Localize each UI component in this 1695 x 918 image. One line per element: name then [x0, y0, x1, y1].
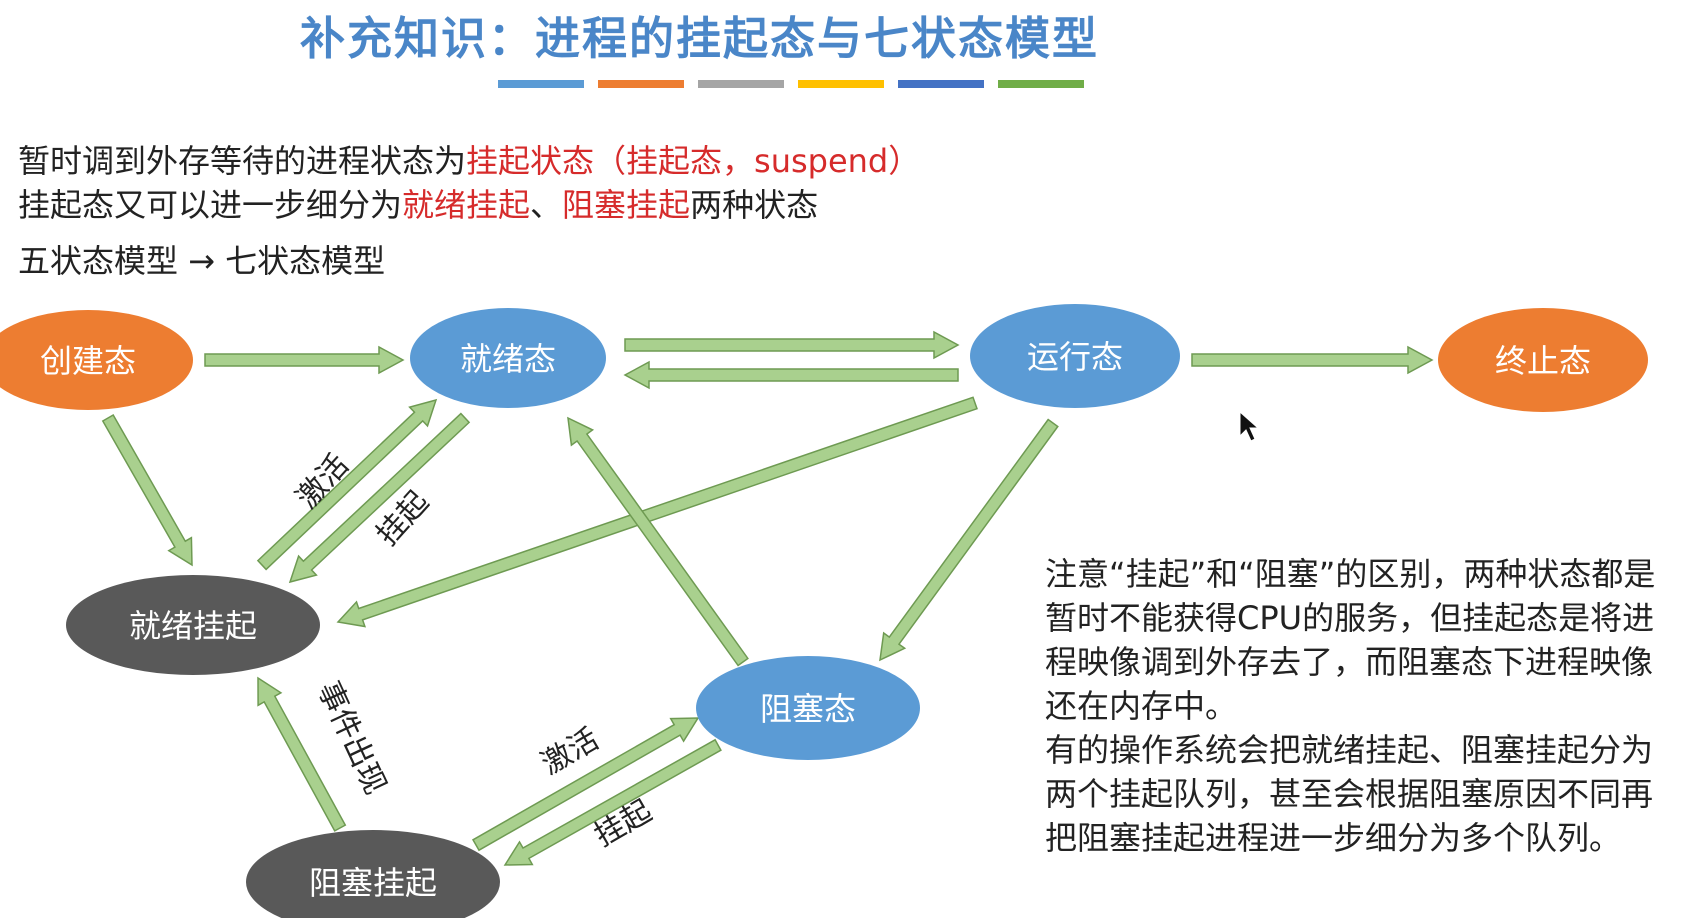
- note-paragraph-1: 注意“挂起”和“阻塞”的区别，两种状态都是暂时不能获得CPU的服务，但挂起态是将…: [1045, 555, 1656, 725]
- state-blocked-suspend: 阻塞挂起: [246, 830, 500, 918]
- state-terminated-label: 终止态: [1495, 342, 1591, 380]
- state-ready-label: 就绪态: [460, 340, 556, 378]
- arrow-ready-to-ready-suspend: [288, 412, 471, 584]
- state-running-label: 运行态: [1027, 338, 1123, 376]
- ready-suspend-term: 就绪挂起: [402, 186, 531, 224]
- arrow-blocked-to-blocked-suspend: [503, 738, 722, 866]
- edge-label-event: 事件出现: [310, 676, 392, 800]
- edge-label-activate-top: 激活: [290, 448, 356, 516]
- mouse-cursor-icon: [1239, 410, 1260, 442]
- arrow-running-to-ready-suspend: [336, 396, 978, 628]
- state-ready: 就绪态: [410, 308, 606, 408]
- state-terminated-shape: [1438, 308, 1648, 412]
- intro-line-2-suffix: 两种状态: [690, 186, 819, 224]
- arrow-running-to-blocked: [879, 418, 1059, 662]
- arrow-blocked-suspend-to-blocked: [471, 717, 700, 852]
- blocked-suspend-term: 阻塞挂起: [562, 186, 691, 224]
- note-paragraph-2: 有的操作系统会把就绪挂起、阻塞挂起分为两个挂起队列，甚至会根据阻塞原因不同再把阻…: [1045, 731, 1654, 857]
- title-bar: [498, 80, 584, 88]
- state-blocked-suspend-shape: [246, 830, 500, 918]
- title-bar: [598, 80, 684, 88]
- title-bar: [698, 80, 784, 88]
- intro-line-1-text: 暂时调到外存等待的进程状态为: [18, 142, 467, 180]
- state-blocked-suspend-label: 阻塞挂起: [309, 864, 437, 902]
- state-ready-suspend: 就绪挂起: [66, 575, 320, 675]
- suspend-state-term: 挂起状态（挂起态，suspend）: [466, 142, 921, 180]
- intro-line-2-text: 挂起态又可以进一步细分为: [18, 186, 403, 224]
- arrow-create-to-ready-suspend: [101, 413, 193, 567]
- title-bar: [798, 80, 884, 88]
- title-bar: [898, 80, 984, 88]
- state-blocked-label: 阻塞态: [760, 690, 856, 728]
- state-create-shape: [0, 310, 193, 410]
- intro-separator: 、: [530, 186, 563, 224]
- transition-arrows: [101, 330, 1434, 866]
- note-box: 注意“挂起”和“阻塞”的区别，两种状态都是暂时不能获得CPU的服务，但挂起态是将…: [1045, 552, 1675, 860]
- title-bar: [998, 80, 1084, 88]
- slide-title: 补充知识：进程的挂起态与七状态模型: [300, 12, 1100, 65]
- arrow-blocked-to-ready: [567, 416, 749, 667]
- state-create: 创建态: [0, 310, 193, 410]
- state-blocked-shape: [696, 656, 920, 760]
- intro-line-1: 暂时调到外存等待的进程状态为挂起状态（挂起态，suspend）: [18, 136, 920, 182]
- state-terminated: 终止态: [1438, 308, 1648, 412]
- state-blocked: 阻塞态: [696, 656, 920, 760]
- state-running: 运行态: [970, 304, 1180, 408]
- arrow-ready-suspend-to-ready: [256, 398, 438, 571]
- intro-line-2: 挂起态又可以进一步细分为就绪挂起、阻塞挂起两种状态: [18, 180, 818, 226]
- arrow-running-to-terminated: [1191, 345, 1434, 375]
- arrow-ready-to-running: [624, 330, 960, 360]
- state-ready-suspend-shape: [66, 575, 320, 675]
- state-create-label: 创建态: [40, 342, 136, 380]
- edge-label-suspend-bottom: 挂起: [589, 794, 658, 854]
- state-ready-shape: [410, 308, 606, 408]
- state-running-shape: [970, 304, 1180, 408]
- arrow-running-to-ready: [623, 360, 959, 390]
- title-color-bars: [498, 80, 1084, 88]
- intro-line-3: 五状态模型 → 七状态模型: [18, 242, 386, 280]
- arrow-create-to-ready: [204, 345, 405, 375]
- arrow-blocked-suspend-to-ready-suspend: [257, 676, 347, 832]
- state-ready-suspend-label: 就绪挂起: [129, 607, 257, 645]
